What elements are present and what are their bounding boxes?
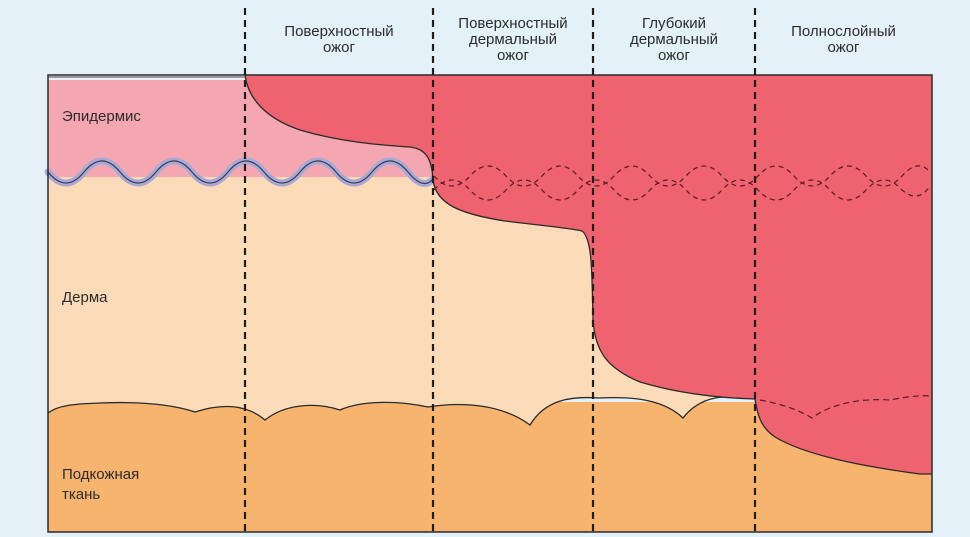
header-full-thickness-burn: Полнослойный ожог: [755, 10, 932, 70]
header-superficial-dermal-burn: Поверхностный дермальный ожог: [433, 10, 593, 70]
header-superficial-burn: Поверхностный ожог: [245, 10, 433, 70]
label-epidermis: Эпидермис: [62, 107, 141, 127]
header-deep-dermal-burn: Глубокий дермальный ожог: [593, 10, 755, 70]
label-dermis: Дерма: [62, 288, 108, 308]
label-subcutis: Подкожная ткань: [62, 465, 139, 505]
